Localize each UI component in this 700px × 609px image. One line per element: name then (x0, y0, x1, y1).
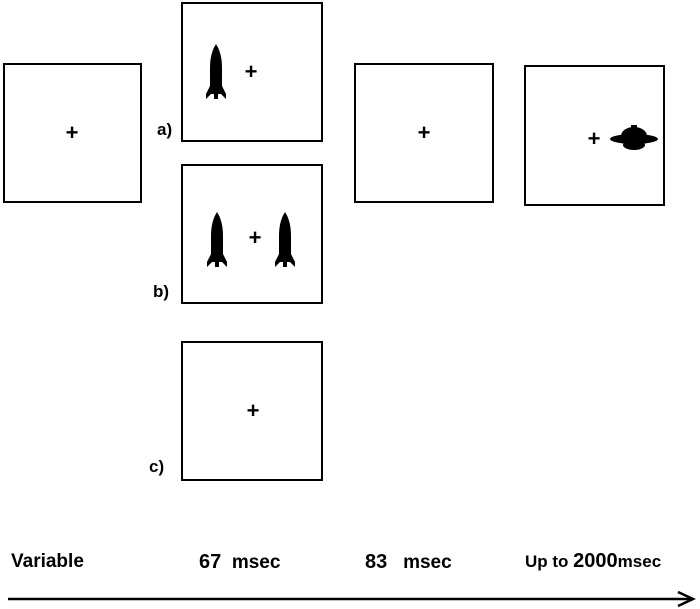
condition-label-b: b) (153, 282, 170, 301)
target-duration-prefix: Up to (525, 552, 569, 571)
target-duration-value: 2000 (573, 550, 618, 572)
spaceship-icon (610, 125, 658, 150)
cue-frame-b: + (181, 164, 323, 304)
target-duration-unit: msec (617, 552, 662, 571)
timeline-label-target: Up to 2000msec (525, 550, 661, 573)
target-frame: + (524, 65, 665, 206)
condition-label-c: c) (149, 457, 165, 476)
fixation-frame: + (3, 63, 142, 203)
rocket-icon (275, 212, 295, 267)
fixation-cross: + (248, 225, 262, 250)
isi-duration-unit: msec (403, 552, 452, 573)
fixation-cross: + (244, 59, 258, 84)
rocket-icon (206, 44, 226, 99)
timeline-label-cue: 67 msec (199, 551, 280, 574)
rocket-icon (207, 212, 227, 267)
isi-frame: + (354, 63, 494, 203)
timeline-arrow (8, 590, 696, 608)
fixation-cross: + (246, 398, 260, 423)
cue-frame-a: + (181, 2, 323, 142)
condition-label-a: a) (157, 120, 173, 139)
fixation-cross: + (417, 120, 431, 145)
timeline-label-isi: 83 msec (365, 551, 452, 574)
fixation-cross: + (65, 120, 79, 145)
fixation-cross: + (587, 126, 601, 151)
isi-duration-value: 83 (365, 551, 388, 573)
cue-duration-value: 67 (199, 551, 222, 573)
cue-duration-unit: msec (231, 552, 281, 573)
timeline-label-variable: Variable (11, 551, 84, 572)
cue-frame-c: + (181, 341, 323, 481)
